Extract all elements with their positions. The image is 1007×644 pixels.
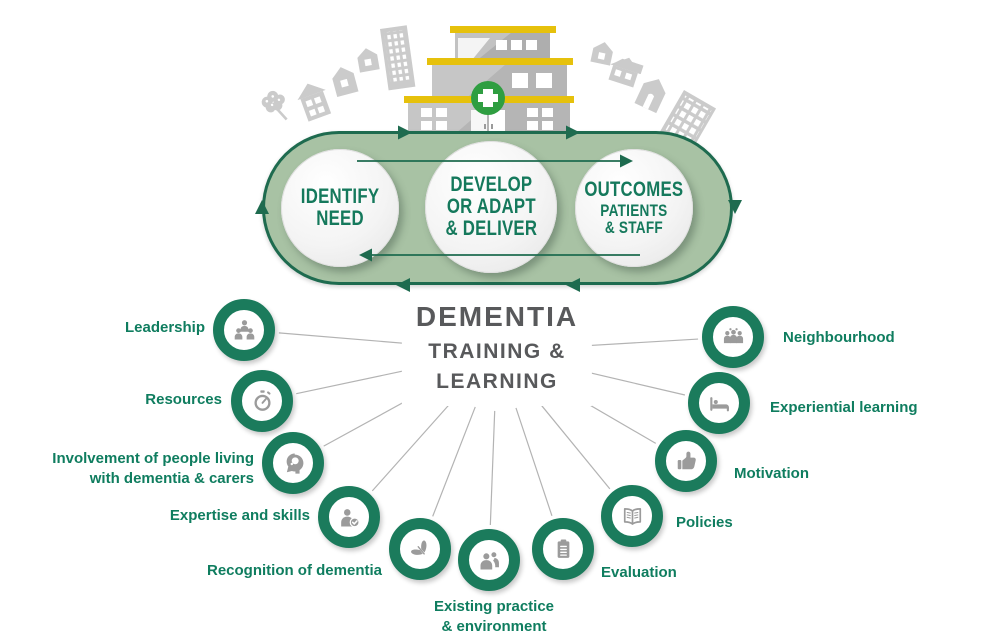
factor-circle-resources — [231, 370, 293, 432]
bed-icon — [709, 396, 729, 411]
factor-label-expertise: Expertise and skills — [169, 507, 310, 525]
factor-label-recognition: Recognition of dementia — [206, 562, 382, 580]
connector-line — [534, 397, 611, 490]
green-cross-icon — [471, 81, 505, 115]
title-main: DEMENTIA — [415, 301, 579, 332]
tree-icon — [261, 90, 288, 121]
house-icon — [608, 57, 644, 88]
factor-label-involvement: Involvement of people living with dement… — [52, 450, 254, 487]
factor-circle-involvement — [262, 432, 324, 494]
factor-circle-existing-practice — [458, 529, 520, 591]
factor-label-policies: Policies — [676, 514, 733, 532]
connector-line — [489, 410, 496, 526]
house-icon — [332, 67, 359, 98]
factor-label-evaluation: Evaluation — [601, 564, 677, 582]
two-people-icon — [480, 551, 499, 569]
cycle-step-sublabel: PATIENTS & STAFF — [600, 200, 668, 238]
factor-label-leadership: Leadership — [124, 319, 205, 337]
clipboard-icon — [557, 538, 569, 558]
connector-line — [371, 395, 458, 492]
butterfly-icon — [410, 540, 426, 555]
factor-circle-motivation — [655, 430, 717, 492]
house-icon — [634, 79, 666, 114]
factor-circle-experiential — [688, 372, 750, 434]
factor-label-neighbourhood: Neighbourhood — [783, 329, 895, 347]
crowd-icon — [723, 327, 743, 343]
cycle-step-label: IDENTIFY NEED — [300, 185, 380, 230]
cycle-step-label: DEVELOP OR ADAPT & DELIVER — [445, 173, 537, 240]
factor-label-experiential: Experiential learning — [770, 399, 918, 417]
apartment-building-icon — [380, 25, 416, 91]
cycle-step-develop-adapt-deliver: DEVELOP OR ADAPT & DELIVER — [425, 141, 557, 273]
factor-label-resources: Resources — [145, 391, 222, 409]
house-icon — [590, 42, 613, 66]
person-check-icon — [340, 508, 360, 527]
head-mind-icon — [286, 452, 303, 474]
cycle-step-outcomes: OUTCOMES PATIENTS & STAFF — [575, 149, 693, 267]
open-book-icon — [623, 507, 641, 525]
factor-circle-recognition — [389, 518, 451, 580]
connector-line — [515, 407, 553, 516]
factor-circle-policies — [601, 485, 663, 547]
stopwatch-icon — [253, 389, 271, 411]
hospital-icon — [404, 26, 574, 140]
factor-circle-evaluation — [532, 518, 594, 580]
house-icon — [297, 83, 332, 122]
thumbs-up-icon — [677, 451, 696, 469]
people-group-icon — [234, 319, 254, 339]
cycle-step-identify-need: IDENTIFY NEED — [281, 149, 399, 267]
factor-label-existing-practice: Existing practice & environment — [433, 598, 555, 635]
factor-circle-neighbourhood — [702, 306, 764, 368]
factor-circle-leadership — [213, 299, 275, 361]
house-icon — [357, 48, 380, 73]
title-sub: TRAINING & LEARNING — [428, 340, 566, 394]
factor-circle-expertise — [318, 486, 380, 548]
cycle-step-label: OUTCOMES — [584, 177, 684, 201]
factor-label-motivation: Motivation — [734, 465, 809, 483]
diagram-title: DEMENTIA TRAINING & LEARNING — [401, 297, 593, 406]
connector-line — [432, 406, 476, 517]
